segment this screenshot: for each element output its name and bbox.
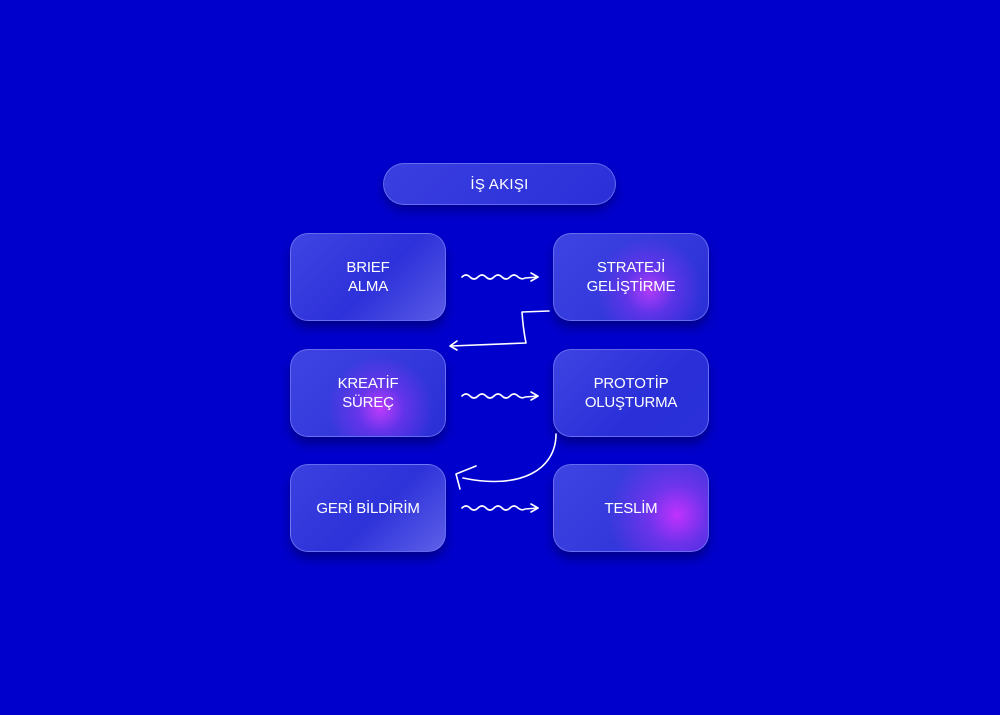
arrow-kreatif-to-prototip [461,391,539,401]
node-prototip-olusturma-label: PROTOTİP OLUŞTURMA [584,375,678,411]
diagram-title-text: İŞ AKIŞI [470,175,529,193]
node-brief-alma-label: BRIEF ALMA [346,259,390,295]
node-geri-bildirim: GERİ BİLDİRİM [290,464,446,552]
node-teslim-label: TESLİM [604,499,658,517]
diagram-title: İŞ AKIŞI [383,163,616,205]
node-kreatif-surec-label: KREATİF SÜREÇ [337,375,399,411]
node-prototip-olusturma: PROTOTİP OLUŞTURMA [553,349,709,437]
node-brief-alma: BRIEF ALMA [290,233,446,321]
arrow-brief-to-strateji [461,272,539,282]
node-teslim: TESLİM [553,464,709,552]
node-geri-bildirim-label: GERİ BİLDİRİM [316,499,420,517]
arrow-geri-to-teslim [461,503,539,513]
arrow-strateji-to-kreatif [449,310,550,351]
node-strateji-gelistirme: STRATEJİ GELİŞTİRME [553,233,709,321]
arrow-prototip-to-geri [455,433,557,490]
node-strateji-gelistirme-label: STRATEJİ GELİŞTİRME [586,259,676,295]
node-kreatif-surec: KREATİF SÜREÇ [290,349,446,437]
